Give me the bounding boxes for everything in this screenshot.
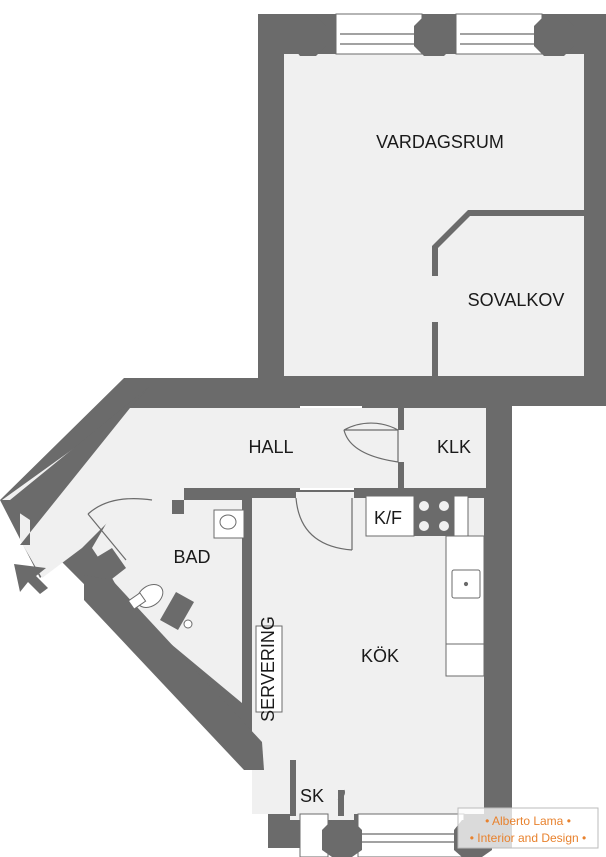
watermark-line-2: • Interior and Design • (470, 831, 586, 845)
room-label-sovalkov: SOVALKOV (468, 290, 565, 310)
diagonal-wall (0, 386, 264, 770)
room-label-sk: SK (300, 786, 324, 806)
partitions (92, 210, 584, 818)
entrance-arrow-icon (14, 564, 48, 594)
watermark: • Alberto Lama • • Interior and Design • (457, 807, 599, 849)
room-label-kok: KÖK (361, 646, 399, 666)
doors (87, 422, 399, 801)
room-label-bad: BAD (173, 547, 210, 567)
stove-icon (414, 496, 454, 536)
room-label-klk: KLK (437, 437, 471, 457)
sink-icon (451, 569, 481, 599)
room-label-hall: HALL (248, 437, 293, 457)
watermark-line-1: • Alberto Lama • (485, 814, 571, 828)
washbasin-icon (213, 509, 245, 539)
room-label-kf: K/F (374, 508, 402, 528)
windows (292, 13, 574, 857)
room-label-vardagsrum: VARDAGSRUM (376, 132, 504, 152)
toilet-icon (127, 584, 164, 610)
servering-counter (255, 625, 283, 713)
room-label-servering: SERVERING (258, 616, 278, 722)
tap-icon (183, 619, 193, 629)
